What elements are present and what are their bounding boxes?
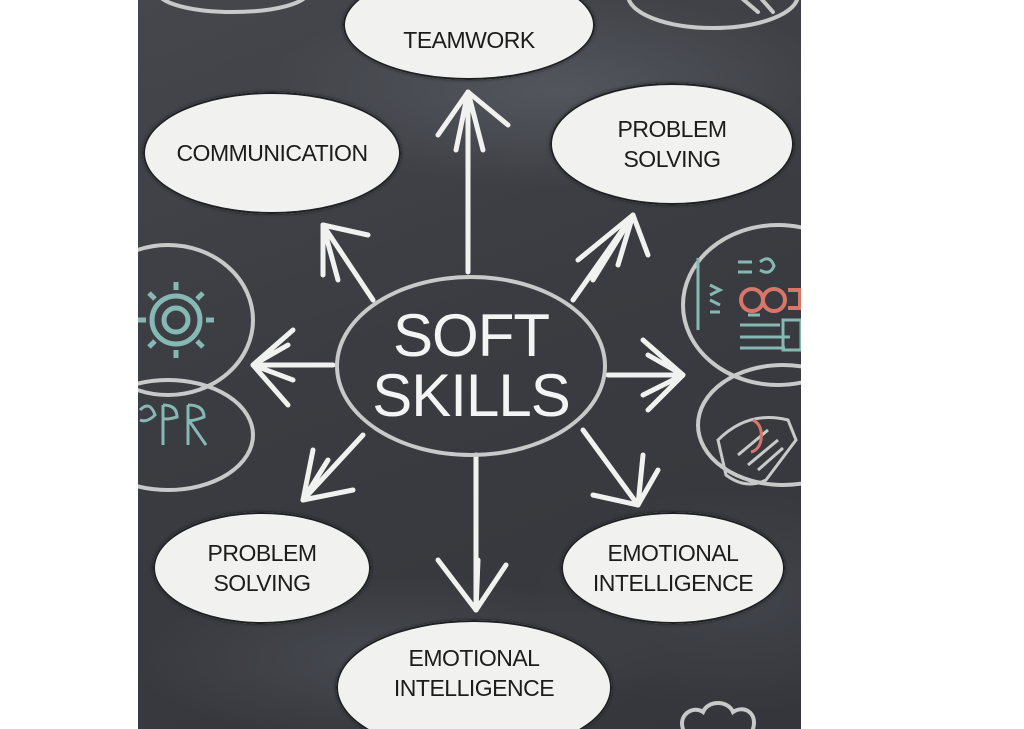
handshake-icon bbox=[716, 416, 798, 486]
code-doodle-circle bbox=[681, 223, 801, 387]
node-label: EMOTIONAL bbox=[607, 540, 739, 566]
node-label: SOLVING bbox=[213, 570, 311, 596]
center-line-1: SOFT bbox=[393, 302, 550, 369]
node-label: TEAMWORK bbox=[403, 27, 535, 53]
node-emotional-intelligence-right: EMOTIONAL INTELLIGENCE bbox=[561, 512, 785, 624]
node-label: PROBLEM bbox=[207, 540, 317, 566]
top-left-doodle-icon bbox=[160, 0, 306, 14]
node-communication: COMMUNICATION bbox=[143, 92, 401, 214]
node-problem-solving-bottom: PROBLEM SOLVING bbox=[153, 512, 371, 624]
node-label: INTELLIGENCE bbox=[393, 674, 555, 701]
center-line-2: SKILLS bbox=[372, 362, 570, 429]
node-label: PROBLEM bbox=[617, 116, 727, 142]
node-emotional-intelligence-bottom: EMOTIONAL INTELLIGENCE bbox=[336, 620, 612, 729]
arrow-down-left-icon bbox=[300, 432, 366, 503]
chalkboard-mind-map: SOFT SKILLS TEAMWORK COMMUNICATION PROBL… bbox=[138, 0, 801, 729]
handshake-circle bbox=[696, 363, 801, 487]
soft-skills-center: SOFT SKILLS bbox=[335, 275, 607, 457]
cloud-icon bbox=[680, 701, 756, 729]
arrow-up-left-icon bbox=[320, 222, 376, 303]
node-problem-solving-top: PROBLEM SOLVING bbox=[550, 83, 794, 205]
arrows bbox=[250, 89, 686, 613]
top-right-doodle-icon bbox=[626, 0, 800, 30]
node-label: COMMUNICATION bbox=[176, 140, 368, 166]
code-doodle-red-icon bbox=[739, 287, 801, 313]
node-label: EMOTIONAL bbox=[408, 644, 540, 671]
gear-circle bbox=[138, 243, 255, 397]
node-label: INTELLIGENCE bbox=[592, 570, 754, 596]
letters-icon bbox=[138, 403, 208, 446]
code-doodle-icon bbox=[696, 257, 801, 352]
arrow-down-right-icon bbox=[580, 427, 641, 508]
gear-icon bbox=[138, 282, 214, 358]
letters-circle bbox=[138, 378, 255, 492]
chalk-drawings bbox=[138, 0, 801, 729]
node-label: SOLVING bbox=[623, 146, 721, 172]
